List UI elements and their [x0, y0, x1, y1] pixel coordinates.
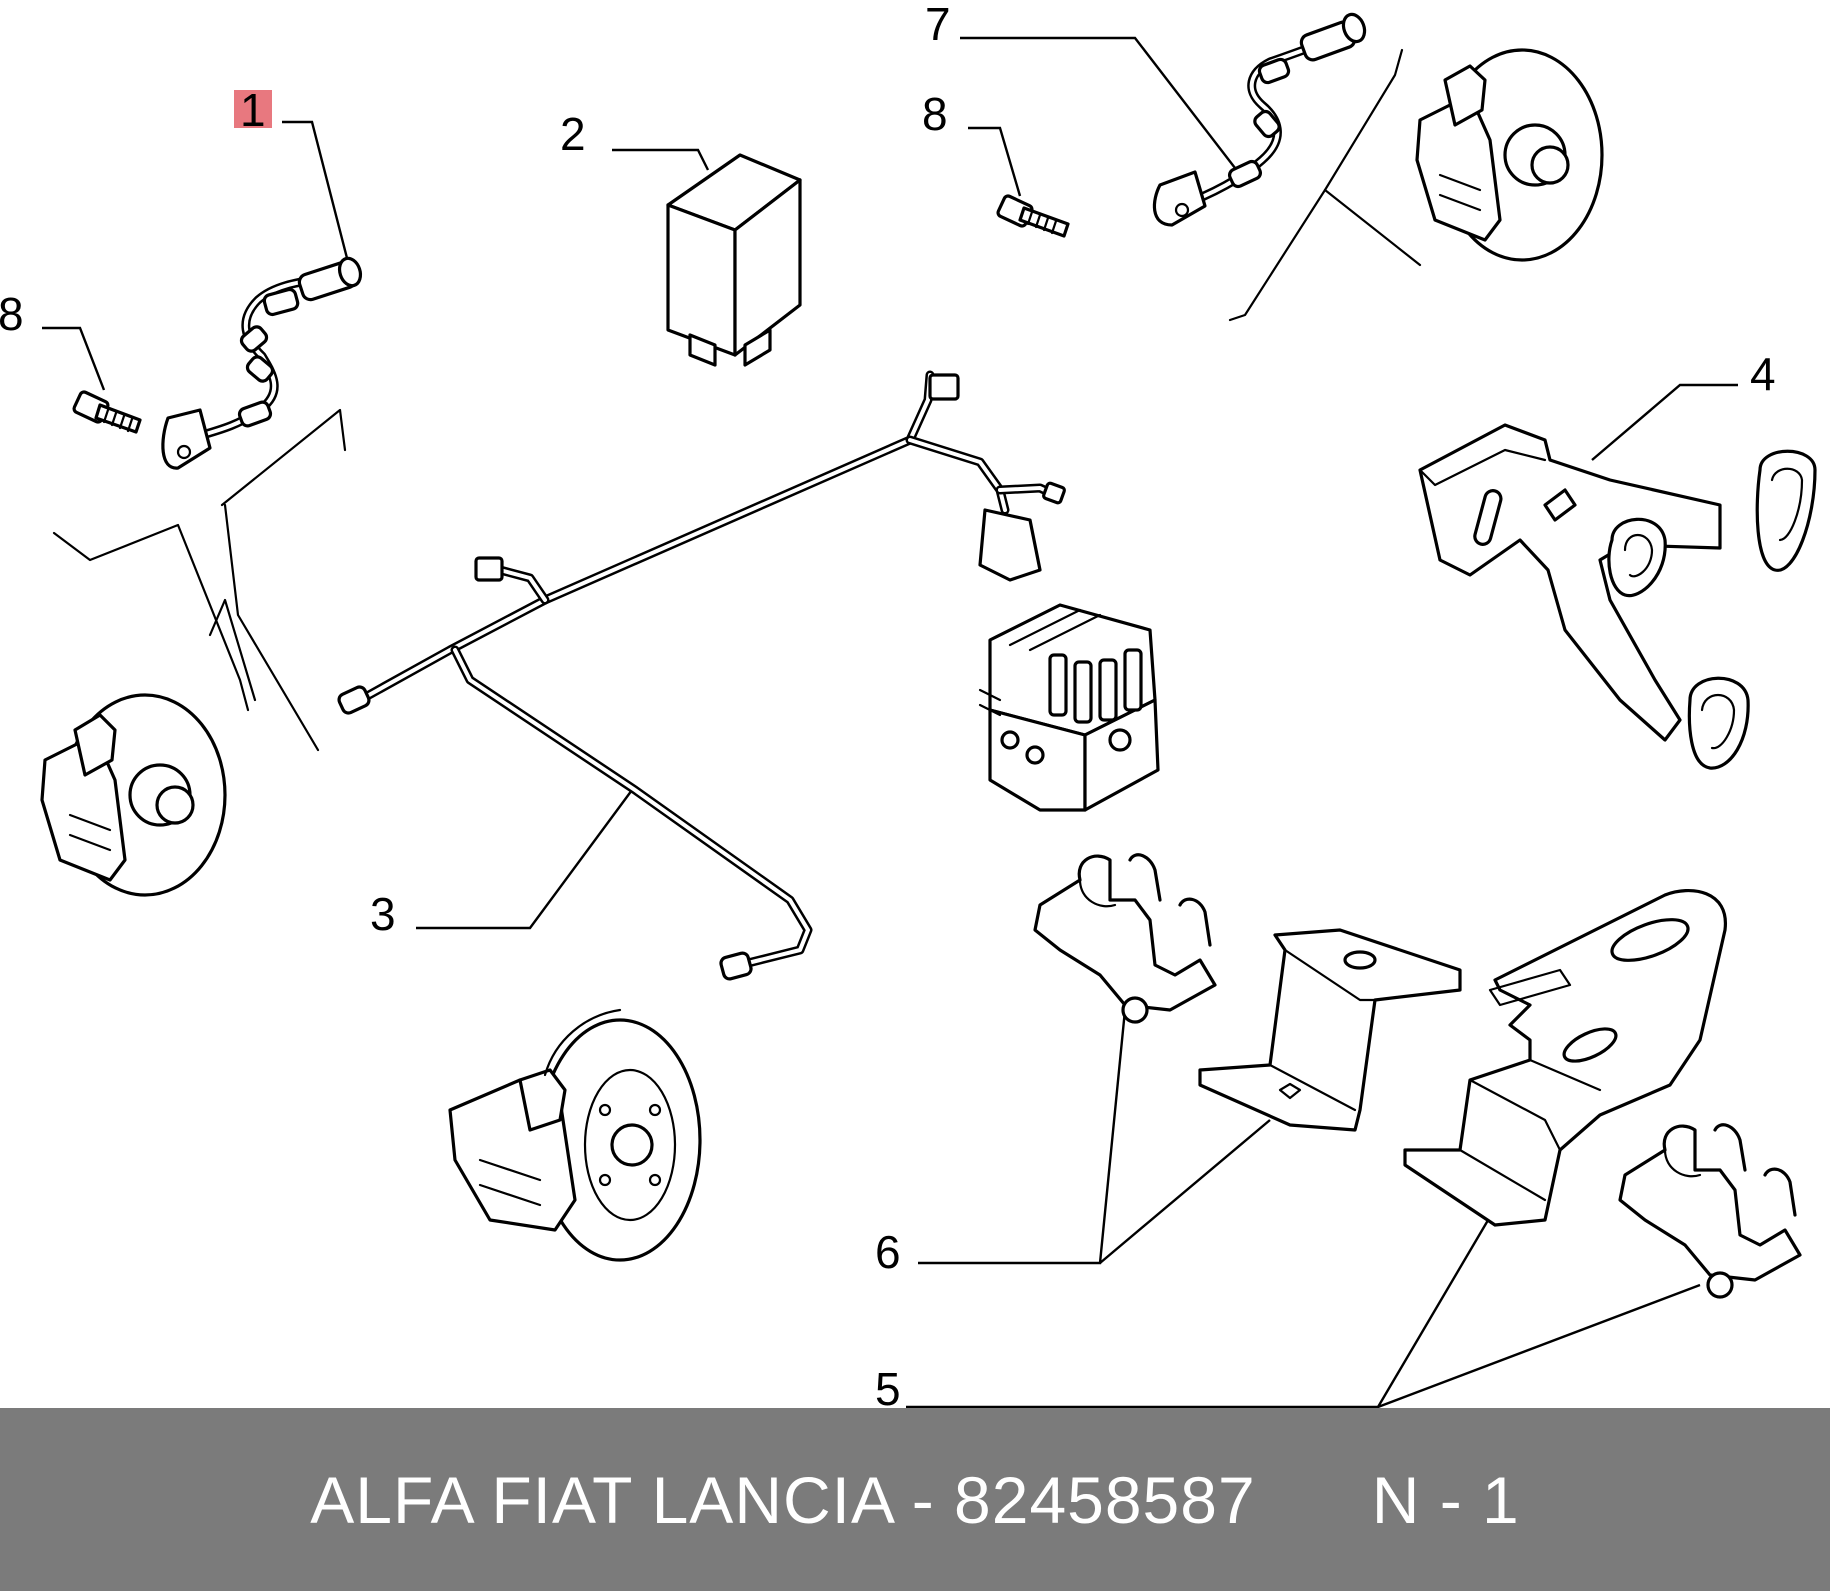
brake-disc-rear	[448, 1008, 702, 1262]
part-3-wiring-harness[interactable]	[337, 370, 1066, 981]
part-5-clip[interactable]	[1618, 1123, 1802, 1299]
footer-gap	[1256, 1463, 1372, 1537]
callout-7[interactable]: 7	[925, 0, 951, 50]
part-6-clip[interactable]	[1033, 853, 1217, 1024]
brake-disc-front-left	[40, 408, 347, 897]
footer-caption: ALFA FIAT LANCIA - 82458587 N - 1	[310, 1462, 1520, 1538]
part-5-bracket[interactable]	[1403, 888, 1727, 1227]
callout-8-left[interactable]: 8	[0, 288, 24, 340]
callout-4[interactable]: 4	[1750, 348, 1776, 400]
abs-hydraulic-unit	[978, 603, 1160, 812]
footer-brand: ALFA FIAT LANCIA	[310, 1462, 893, 1537]
callout-8-right[interactable]: 8	[922, 88, 948, 140]
footer-separator: -	[892, 1462, 955, 1537]
part-8-bolt-right[interactable]	[996, 194, 1070, 238]
footer-part-number: 82458587	[954, 1462, 1256, 1537]
part-1-wheel-sensor-front-left[interactable]	[161, 256, 364, 470]
callout-1-highlight	[234, 90, 272, 128]
part-2-relay[interactable]	[666, 153, 802, 367]
callout-1[interactable]: 1	[240, 84, 266, 136]
footer-bar: ALFA FIAT LANCIA - 82458587 N - 1	[0, 1408, 1830, 1591]
part-4-bracket[interactable]	[1418, 423, 1817, 770]
callout-6[interactable]: 6	[875, 1226, 901, 1278]
brake-disc-front-right	[1228, 48, 1604, 322]
footer-position: N - 1	[1371, 1462, 1520, 1537]
callout-5[interactable]: 5	[875, 1363, 901, 1408]
callout-3[interactable]: 3	[370, 888, 396, 940]
callout-2[interactable]: 2	[560, 108, 586, 160]
part-8-bolt-left[interactable]	[72, 390, 142, 434]
part-7-wheel-sensor-front-right[interactable]	[1152, 11, 1368, 227]
part-6-bent-plate[interactable]	[1198, 928, 1462, 1132]
leader-lines	[42, 36, 1738, 1408]
parts-diagram: 1 2 3 4 5 6 7 8 8	[0, 0, 1817, 1408]
